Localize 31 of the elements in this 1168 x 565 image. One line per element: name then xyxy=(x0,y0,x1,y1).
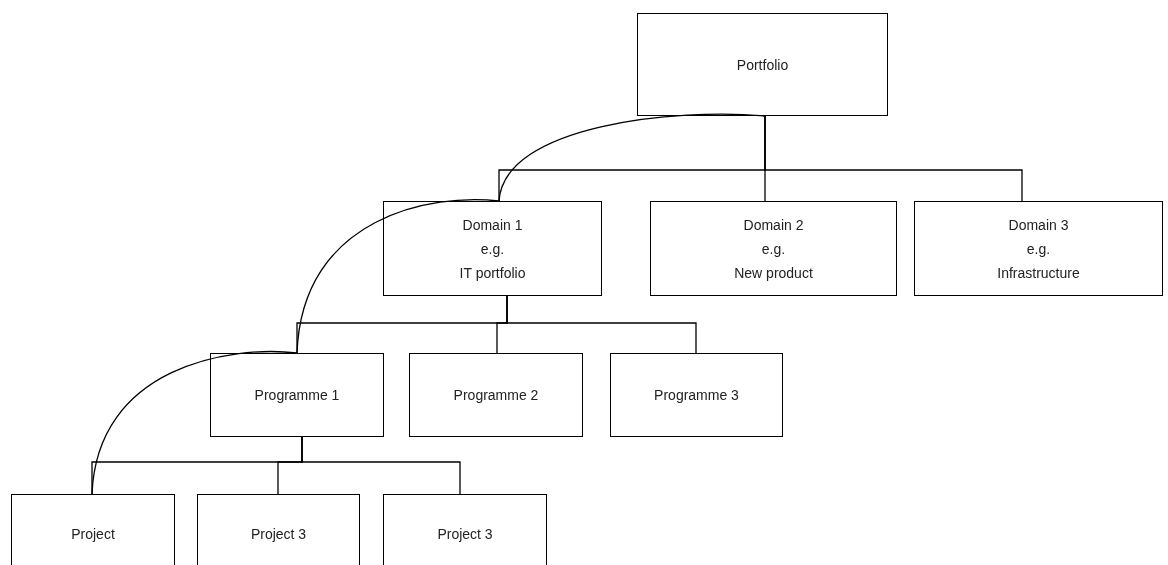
box-label: New product xyxy=(734,263,813,283)
connector-line xyxy=(764,115,1023,202)
org-chart-box xyxy=(383,494,547,565)
box-label: Portfolio xyxy=(736,55,789,75)
curved-line xyxy=(296,199,500,354)
org-chart-box xyxy=(409,353,583,437)
box-label: Programme 1 xyxy=(254,386,340,405)
curved-line xyxy=(91,351,298,495)
box-label: Project 3 xyxy=(437,525,493,544)
box-label: e.g. xyxy=(1026,239,1051,259)
box-label: IT portfolio xyxy=(459,263,526,283)
box-label: e.g. xyxy=(480,239,505,259)
connector-line xyxy=(506,295,697,354)
box-label: Infrastructure xyxy=(997,263,1080,283)
org-chart-box xyxy=(637,13,888,116)
org-chart-box xyxy=(197,494,360,565)
org-chart-box xyxy=(914,201,1163,296)
box-label: Programme 2 xyxy=(453,386,539,405)
box-label: Domain 3 xyxy=(1008,215,1069,235)
box-label: Project xyxy=(71,525,115,544)
connector-line xyxy=(301,436,461,495)
box-label: Domain 2 xyxy=(743,215,804,235)
box-label: Domain 1 xyxy=(462,215,523,235)
org-chart-box xyxy=(210,353,384,437)
org-chart-box xyxy=(650,201,897,296)
org-chart-box xyxy=(610,353,783,437)
box-label: Programme 3 xyxy=(654,386,739,405)
box-label: e.g. xyxy=(761,239,786,259)
org-chart-box xyxy=(11,494,175,565)
box-label: Project 3 xyxy=(250,525,307,544)
org-chart-box xyxy=(383,201,602,296)
